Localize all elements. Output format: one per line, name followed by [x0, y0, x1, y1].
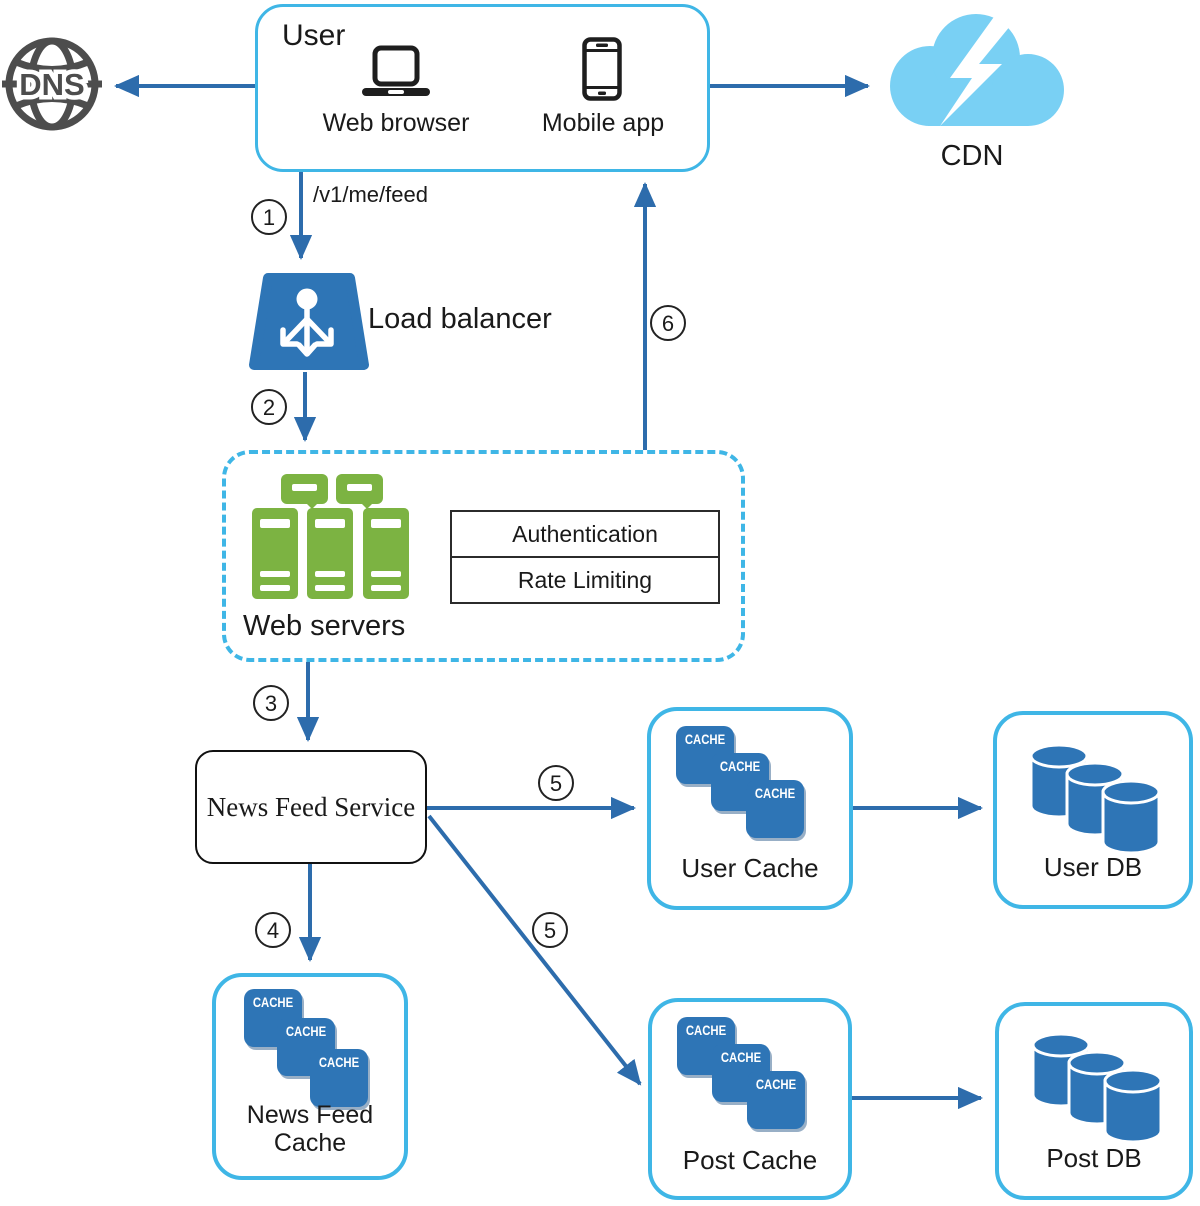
post-cache-node: CACHE CACHE CACHE Post Cache — [648, 998, 852, 1200]
load-balancer-icon — [249, 273, 369, 370]
step-badge-2: 2 — [251, 389, 287, 425]
user-title: User — [282, 19, 346, 52]
server-tower-icon — [252, 508, 298, 599]
user-cache-label: User Cache — [681, 853, 819, 884]
mobile-icon — [582, 37, 622, 101]
arrow-news-feed-service-to-post-cache — [427, 814, 642, 1086]
mobile-app-label: Mobile app — [541, 109, 665, 137]
request-path-label: /v1/me/feed — [313, 182, 428, 207]
news-feed-cache-node: CACHE CACHE CACHE News Feed Cache — [212, 973, 408, 1180]
server-tower-icon — [363, 508, 409, 599]
feature-authentication: Authentication — [512, 521, 658, 547]
server-tower-icon — [307, 508, 353, 599]
user-node: User Web browser Mobile app — [255, 4, 710, 172]
web-browser-label: Web browser — [322, 109, 470, 137]
user-db-label: User DB — [1043, 852, 1143, 883]
news-feed-cache-label: News Feed Cache — [246, 1100, 374, 1158]
server-bubble-icon — [336, 474, 383, 509]
step-badge-4: 4 — [255, 912, 291, 948]
news-feed-service-node: News Feed Service — [195, 750, 427, 864]
step-badge-3: 3 — [253, 685, 289, 721]
step-badge-6: 6 — [650, 305, 686, 341]
dns-globe-icon: DNS — [2, 37, 102, 131]
cache-chip-icon: CACHE — [746, 780, 804, 838]
server-bubble-icon — [281, 474, 328, 509]
feature-rate-limiting: Rate Limiting — [452, 556, 718, 602]
step-badge-1: 1 — [251, 199, 287, 235]
user-cache-node: CACHE CACHE CACHE User Cache — [647, 707, 853, 910]
post-db-node: Post DB — [995, 1002, 1193, 1200]
cdn-cloud-icon — [890, 14, 1064, 126]
database-cylinders-icon — [1031, 1032, 1163, 1144]
web-servers-label: Web servers — [243, 610, 406, 642]
post-cache-label: Post Cache — [682, 1145, 818, 1176]
user-db-node: User DB — [993, 711, 1193, 909]
cdn-label: CDN — [940, 140, 1004, 172]
web-server-features-table: Authentication Rate Limiting — [450, 510, 720, 604]
lightning-bolt-icon — [940, 14, 1020, 126]
dns-label: DNS — [19, 67, 84, 102]
post-db-label: Post DB — [1046, 1143, 1142, 1174]
web-servers-zone — [222, 450, 745, 662]
news-feed-service-label: News Feed Service — [206, 791, 416, 822]
cache-chip-icon: CACHE — [747, 1071, 805, 1129]
database-cylinders-icon — [1029, 743, 1161, 855]
step-badge-5a: 5 — [538, 765, 574, 801]
cache-chip-icon: CACHE — [310, 1049, 368, 1107]
load-balancer-label: Load balancer — [368, 303, 552, 335]
laptop-icon — [362, 45, 430, 96]
step-badge-5b: 5 — [532, 912, 568, 948]
